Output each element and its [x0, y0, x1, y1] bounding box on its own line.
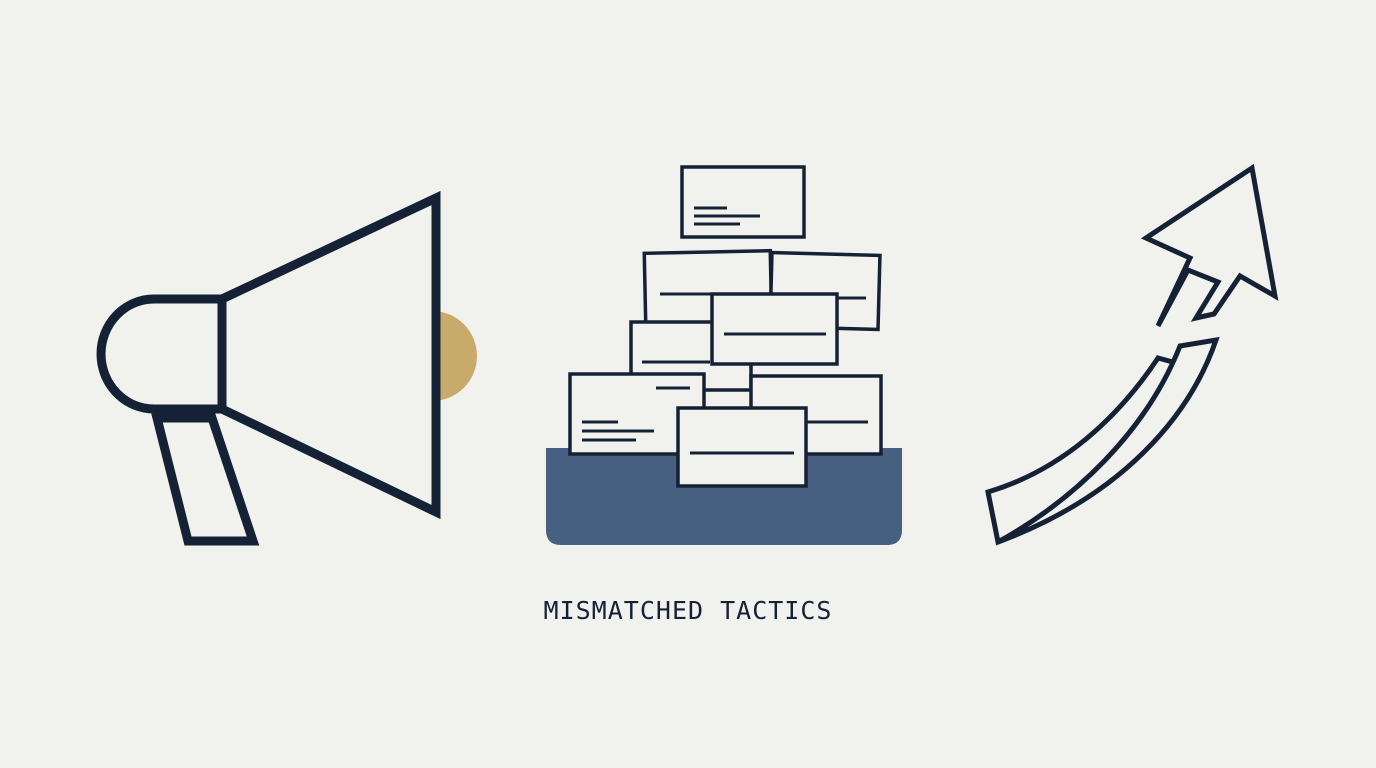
megaphone-cone [217, 190, 441, 520]
megaphone-handle [151, 413, 260, 546]
note-front [676, 406, 808, 488]
caption-text: MISMATCHED TACTICS [543, 596, 833, 625]
arrow-head [1140, 163, 1279, 328]
arrow-shaft-middle [996, 336, 1220, 545]
tray [546, 448, 902, 545]
megaphone-icon [96, 190, 477, 546]
note-middle-center [710, 292, 839, 366]
stacked-notes-tray-icon [546, 165, 902, 545]
curved-upward-arrow-icon [985, 163, 1279, 546]
note-top [680, 165, 806, 239]
megaphone-rear-cap [96, 294, 227, 414]
arrow-shaft-lower [985, 355, 1184, 546]
caption: MISMATCHED TACTICS [0, 596, 1376, 625]
